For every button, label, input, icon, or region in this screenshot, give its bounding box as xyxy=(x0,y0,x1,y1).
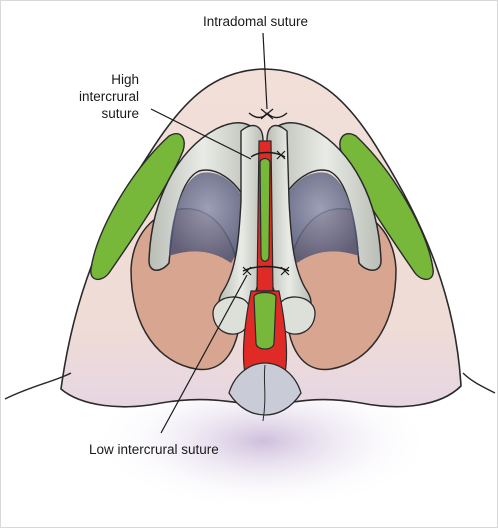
high-intercrural-leader-line xyxy=(150,108,252,160)
intradomal-leader-line xyxy=(262,32,268,110)
left-alar-graft xyxy=(90,133,185,280)
left-cheek-line xyxy=(4,372,72,400)
high-intercrural-suture-label: High intercrural suture xyxy=(79,71,139,122)
low-intercrural-leader-line xyxy=(160,274,248,434)
low-intercrural-suture-label: Low intercrural suture xyxy=(89,442,219,457)
intradomal-suture xyxy=(248,108,288,120)
left-vault-shadow xyxy=(169,172,247,263)
lip-shading xyxy=(93,371,433,511)
high-label-line-2: intercrural xyxy=(78,89,139,104)
right-vault-shadow xyxy=(281,172,359,263)
philtrum-crease xyxy=(262,364,266,422)
columellar-strut-lower xyxy=(253,291,277,350)
high-label-line-3: suture xyxy=(101,106,139,121)
intradomal-suture-label: Intradomal suture xyxy=(203,14,309,29)
high-label-line-1: High xyxy=(111,72,139,87)
low-intercrural-suture xyxy=(242,265,290,276)
columellar-strut-upper xyxy=(259,157,271,262)
right-cheek-line xyxy=(462,372,496,394)
high-intercrural-suture xyxy=(250,150,286,160)
